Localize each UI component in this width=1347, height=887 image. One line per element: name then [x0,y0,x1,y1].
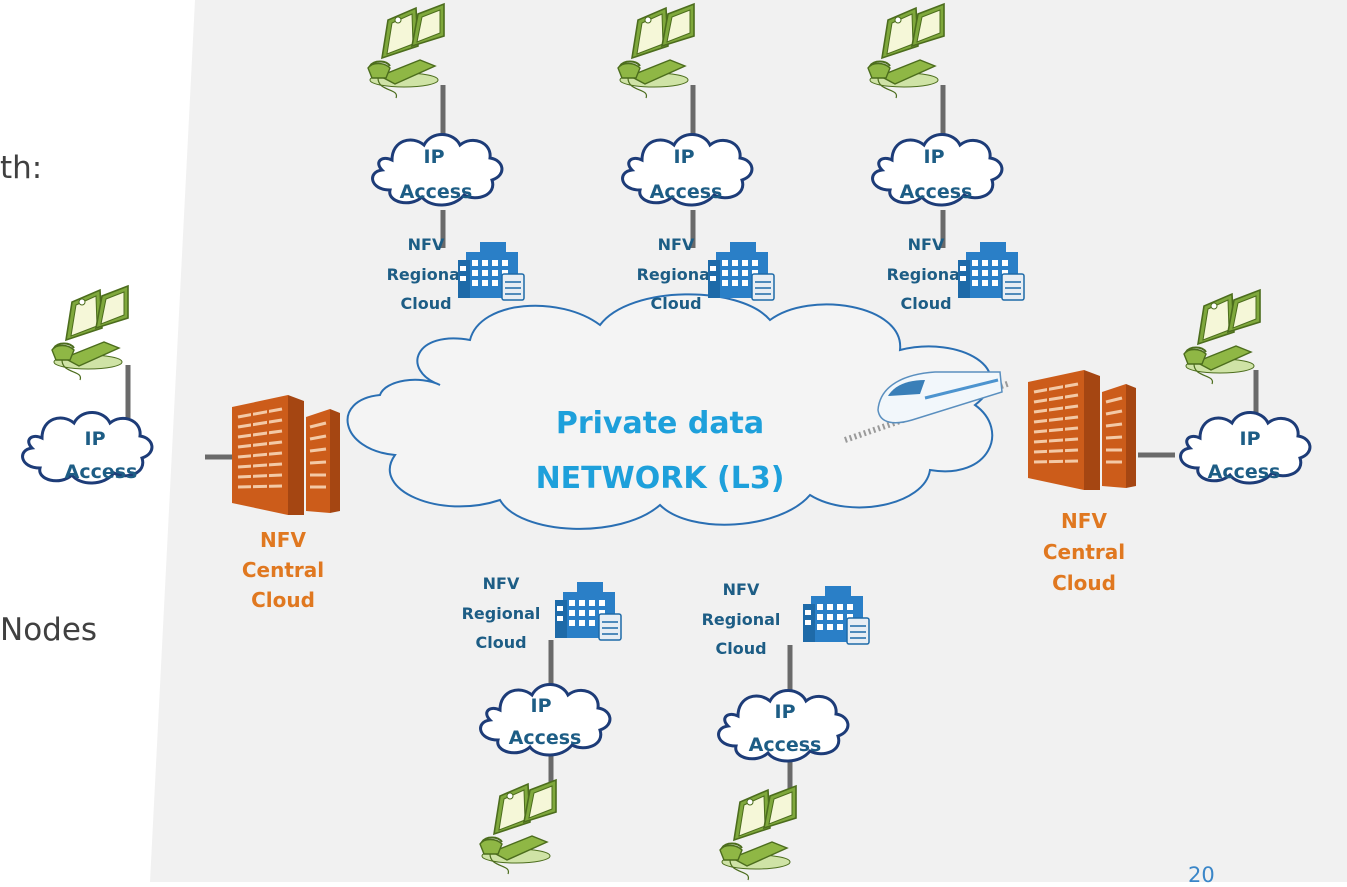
central-datacenter-icon [230,393,342,517]
access-label: Access [650,181,723,203]
cloud-label: Cloud [400,294,451,313]
cloud-label: Cloud [475,633,526,652]
nfv-label: NFV [908,235,945,254]
cloud-label: Cloud [650,294,701,313]
regional-label: Regional [887,265,966,284]
private-network-cloud [346,293,994,530]
ip-label: IP [424,146,445,168]
regional-label: Regional [387,265,466,284]
cloud-label: Cloud [900,294,951,313]
partial-bullet-text: th: [0,150,43,186]
access-label: Access [900,181,973,203]
ip-label: IP [924,146,945,168]
ip-label: IP [85,428,106,450]
central-datacenter-icon [1026,368,1138,492]
ip-label: IP [1240,428,1261,450]
central-label: Central [1043,540,1125,564]
cloud-label: Cloud [251,588,315,612]
nfv-label: NFV [723,580,760,599]
regional-label: Regional [637,265,716,284]
ip-label: IP [775,701,796,723]
cloud-label: Cloud [715,639,766,658]
core-network-line2: NETWORK (L3) [536,461,785,496]
partial-bullet-text: Nodes [0,612,98,648]
ip-label: IP [674,146,695,168]
nfv-label: NFV [408,235,445,254]
nfv-label: NFV [658,235,695,254]
access-label: Access [400,181,473,203]
regional-label: Regional [462,604,541,623]
cloud-label: Cloud [1052,571,1116,595]
train-icon [844,371,1011,443]
ip-label: IP [531,695,552,717]
core-network-line1: Private data [556,406,764,441]
access-label: Access [509,727,582,749]
central-label: Central [242,558,324,582]
desktop-terminal-icon [51,285,129,381]
nfv-label: NFV [260,528,306,552]
nfv-label: NFV [483,574,520,593]
nfv-label: NFV [1061,509,1107,533]
access-label: Access [749,734,822,756]
access-label: Access [1208,461,1281,483]
page-number: 20 [1188,863,1215,887]
regional-label: Regional [702,610,781,629]
access-label: Access [65,461,138,483]
